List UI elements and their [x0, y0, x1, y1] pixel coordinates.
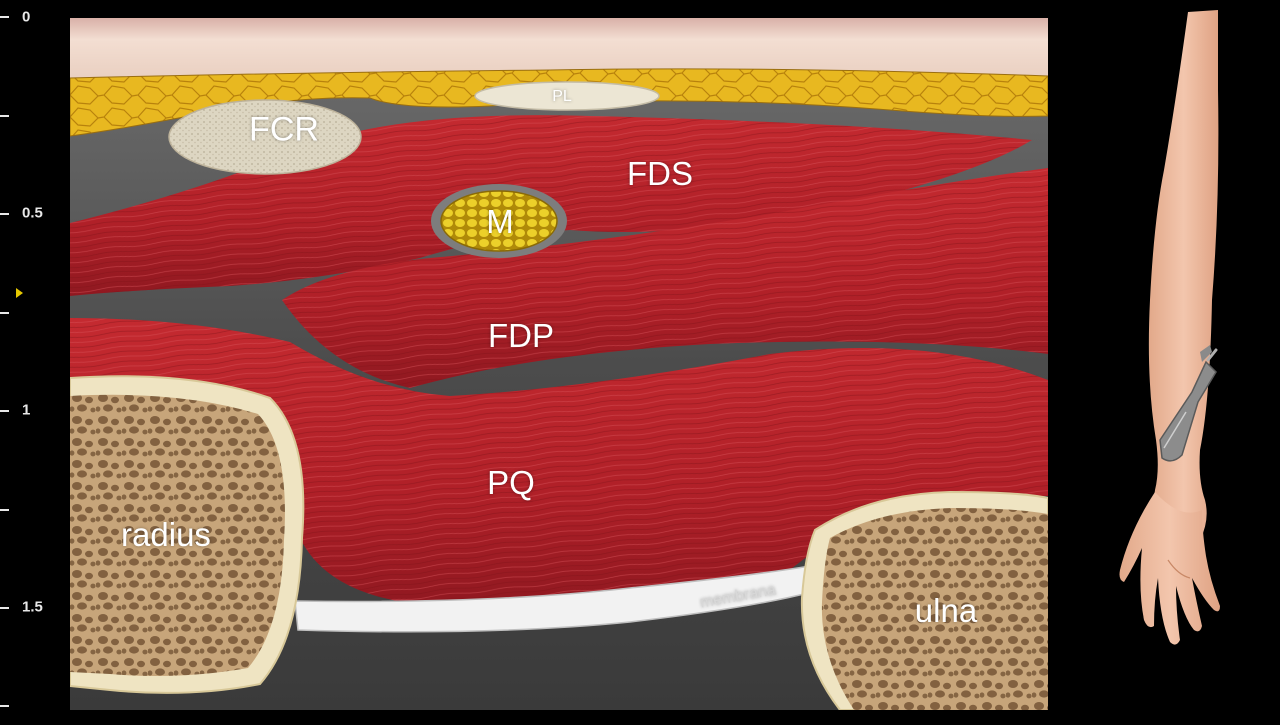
depth-tick	[0, 607, 9, 609]
skin-layer	[70, 18, 1048, 80]
depth-tick	[0, 410, 9, 412]
ulna-medulla	[821, 508, 1048, 710]
focus-marker-icon	[16, 288, 23, 298]
hand-shape	[1119, 492, 1220, 645]
label-pl: PL	[552, 88, 572, 105]
median-nerve	[440, 190, 558, 252]
depth-tick	[0, 213, 9, 215]
forearm-illustration	[1060, 0, 1280, 720]
depth-label-0: 0	[22, 8, 31, 26]
depth-label-1: 1	[22, 401, 31, 419]
label-fdp: FDP	[488, 317, 554, 354]
depth-label-0-5: 0.5	[22, 204, 43, 222]
pl-tendon	[474, 81, 660, 111]
radius-medulla	[70, 394, 285, 676]
depth-tick	[0, 705, 9, 707]
depth-scale: 0 0.5 1 1.5	[0, 0, 70, 720]
label-ulna: ulna	[914, 592, 978, 629]
depth-tick	[0, 509, 9, 511]
anatomy-illustration	[70, 18, 1048, 710]
forearm-icon	[1119, 10, 1220, 645]
label-pq: PQ	[487, 464, 535, 501]
ultrasound-image: FCR PL FDS M FDP PQ radius ulna membrana	[70, 18, 1048, 710]
depth-tick	[0, 115, 9, 117]
depth-tick	[0, 16, 9, 18]
forearm-shape	[1148, 10, 1219, 543]
fdp-fibers	[282, 168, 1048, 388]
label-fcr: FCR	[249, 110, 319, 149]
depth-label-1-5: 1.5	[22, 598, 43, 616]
label-radius: radius	[121, 516, 211, 553]
ultrasound-probe-icon	[1159, 345, 1218, 462]
label-median-nerve: M	[486, 203, 514, 240]
label-fds: FDS	[627, 155, 693, 192]
pq-fibers	[70, 318, 1048, 609]
fcr-tendon	[168, 99, 362, 175]
depth-tick	[0, 312, 9, 314]
